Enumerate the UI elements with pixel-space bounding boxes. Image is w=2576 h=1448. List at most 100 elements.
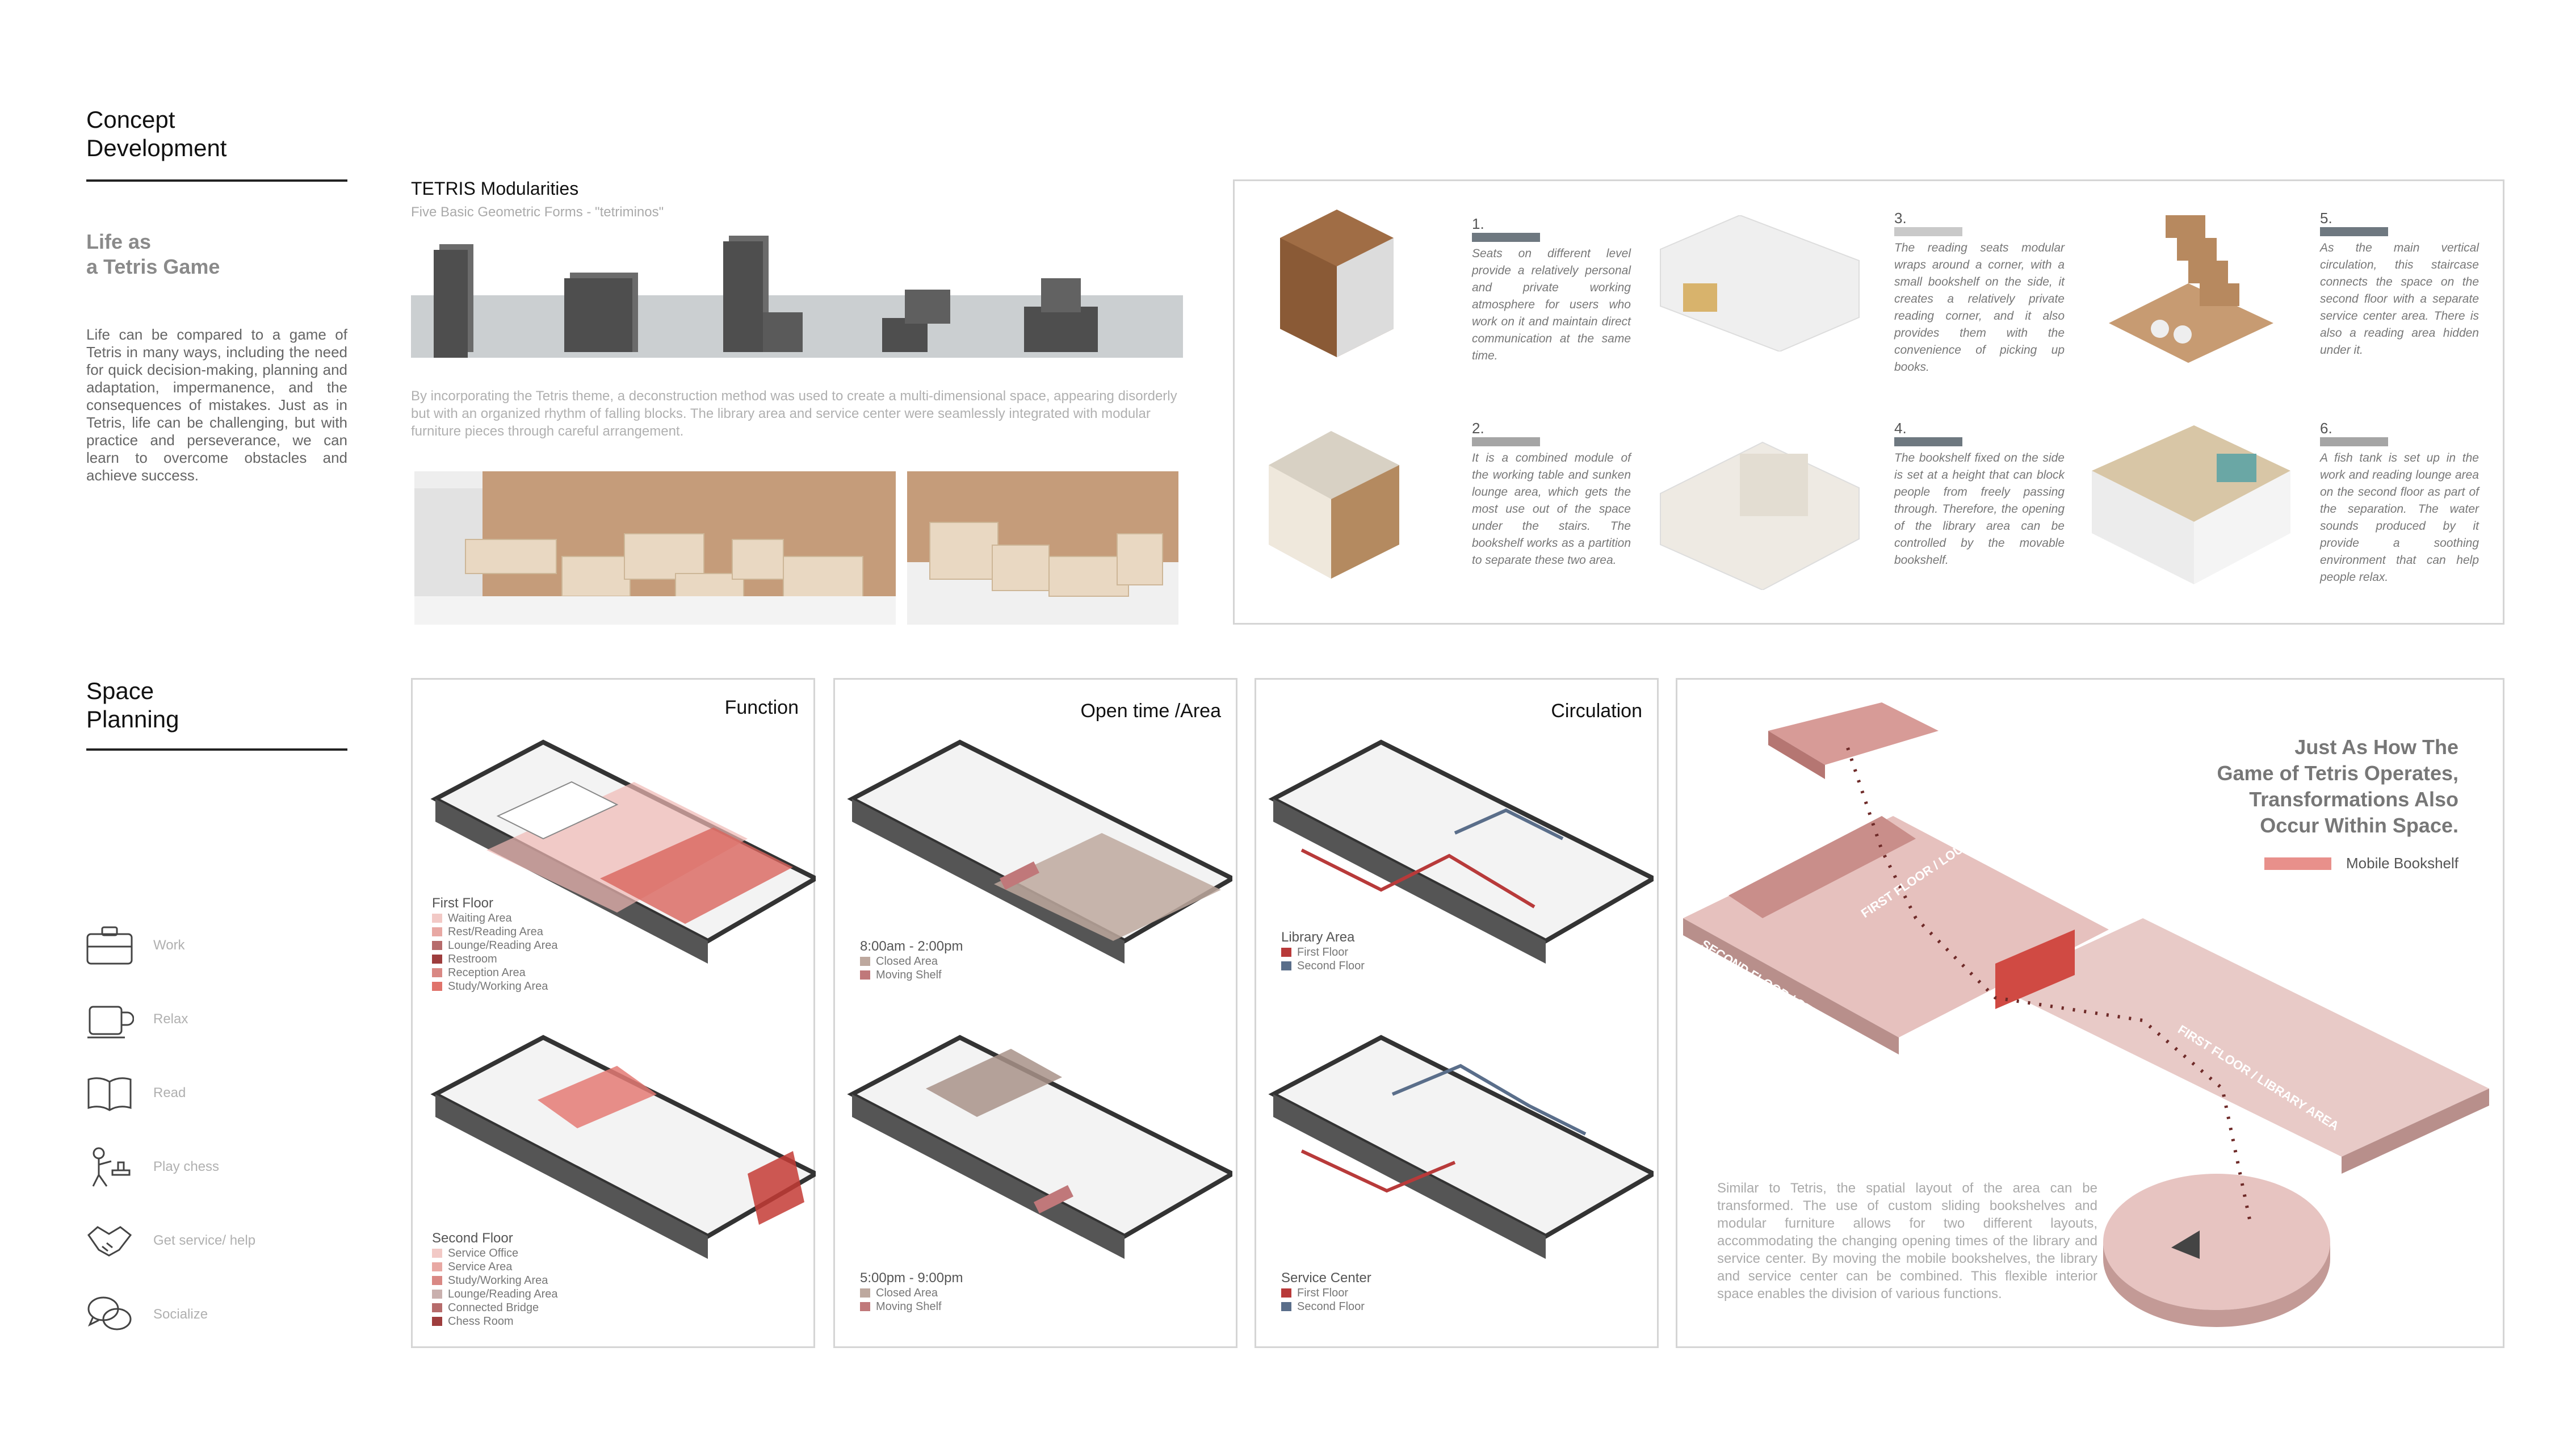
activity-label: Read [153,1085,186,1100]
step-6-text: A fish tank is set up in the work and re… [2320,451,2479,584]
open-time-evening-legend: 5:00pm - 9:00pm Closed Area Moving Shelf [860,1270,963,1313]
legend-item: Study/Working Area [432,980,558,993]
legend-item: First Floor [1281,945,1365,959]
legend-swatch [1281,961,1291,970]
legend-label: Moving Shelf [876,968,942,981]
module-render-1 [1280,210,1394,357]
step-6-bar [2320,437,2388,446]
mobile-bookshelf-legend: Mobile Bookshelf [2264,855,2458,872]
legend-swatch [860,1288,870,1298]
concept-divider [86,179,347,182]
open-time-panel: Open time /Area 8:00am - 2:00pm Closed A… [833,678,1237,1348]
legend-label: Moving Shelf [876,1300,942,1313]
activity-socialize: Socialize [85,1289,255,1340]
legend-title: Second Floor [432,1231,513,1246]
tetrimino-s-block [882,290,950,352]
legend-item: Lounge/Reading Area [432,939,558,952]
legend-item: Connected Bridge [432,1301,558,1315]
tetris-description: By incorporating the Tetris theme, a dec… [411,388,1177,439]
concept-subtitle-line2: a Tetris Game [86,255,220,278]
activity-list: Work Relax Read Play chess Get service/ … [85,920,255,1340]
circulation-panel-title: Circulation [1551,700,1642,722]
activity-get-service: Get service/ help [85,1215,255,1266]
module-render-3 [1660,215,1860,351]
tetrimino-i-block [434,244,473,358]
step-5-bar [2320,227,2388,236]
legend-label: Rest/Reading Area [448,925,543,938]
legend-label: Study/Working Area [448,1274,548,1287]
step-2: 2. It is a combined module of the workin… [1472,420,1631,569]
step-5-text: As the main vertical circulation, this s… [2320,241,2479,357]
concept-title: Concept Development [86,106,226,162]
function-first-floor-legend: First Floor Waiting Area Rest/Reading Ar… [432,895,558,993]
function-second-floor-plan [430,1035,816,1259]
legend-label: First Floor [1297,945,1348,959]
legend-label: Lounge/Reading Area [448,939,558,952]
legend-item: Second Floor [1281,1300,1371,1313]
legend-title: 5:00pm - 9:00pm [860,1270,963,1286]
legend-item: Study/Working Area [432,1274,558,1287]
legend-label: Restroom [448,952,497,965]
step-3-number: 3. [1894,210,1907,227]
legend-label: Chess Room [448,1315,514,1328]
activity-play-chess: Play chess [85,1141,255,1192]
activity-label: Work [153,938,185,953]
concept-subtitle-line1: Life as [86,230,152,253]
transformation-panel: FIRST FLOOR / LOUNGE AREA SECOND FLOOR /… [1676,678,2504,1348]
activity-relax: Relax [85,994,255,1045]
step-5: 5. As the main vertical circulation, thi… [2320,210,2479,359]
legend-swatch [432,1290,442,1299]
step-4-text: The bookshelf fixed on the side is set a… [1894,451,2065,567]
legend-item: Closed Area [860,955,963,968]
tetrimino-l-block [723,236,803,352]
circulation-library-plan [1268,739,1654,964]
legend-swatch [432,1249,442,1258]
module-steps-panel: 1. Seats on different level provide a re… [1233,179,2504,625]
step-2-text: It is a combined module of the working t… [1472,451,1631,567]
legend-swatch [432,982,442,991]
open-time-evening-plan [847,1035,1232,1259]
legend-item: Lounge/Reading Area [432,1287,558,1301]
legend-swatch [860,957,870,966]
headline-line-3: Transformations Also [2249,788,2458,811]
module-render-2 [1269,431,1399,579]
step-4: 4. The bookshelf fixed on the side is se… [1894,420,2065,569]
mobile-bookshelf-label: Mobile Bookshelf [2346,855,2458,872]
legend-swatch [432,927,442,936]
legend-label: Reception Area [448,966,526,979]
module-render-4 [1660,441,1860,590]
function-panel-title: Function [724,697,799,718]
legend-swatch [860,970,870,980]
legend-swatch [432,1276,442,1285]
handshake-icon [87,1226,132,1257]
function-panel: Function First Floor Waiting Area Rest/R… [411,678,816,1348]
step-4-bar [1894,437,1962,446]
step-1-bar [1472,233,1540,242]
concept-render-right [907,471,1178,625]
legend-label: Second Floor [1297,1300,1365,1313]
open-time-morning-legend: 8:00am - 2:00pm Closed Area Moving Shelf [860,939,963,982]
step-4-number: 4. [1894,420,1907,437]
activity-read: Read [85,1068,255,1119]
headline-line-2: Game of Tetris Operates, [2217,761,2458,785]
step-6-number: 6. [2320,420,2332,437]
transformation-headline: Just As How The Game of Tetris Operates,… [2217,734,2458,839]
module-render-6 [2092,425,2290,584]
legend-label: Second Floor [1297,959,1365,972]
legend-label: Lounge/Reading Area [448,1287,558,1300]
legend-label: Study/Working Area [448,980,548,993]
concept-title-line2: Development [86,135,227,161]
step-1-text: Seats on different level provide a relat… [1472,247,1631,362]
mobile-bookshelf-swatch [2264,857,2331,870]
legend-title: 8:00am - 2:00pm [860,939,963,954]
activity-label: Socialize [153,1307,208,1322]
headline-line-1: Just As How The [2294,735,2458,759]
concept-title-line1: Concept [86,106,175,133]
activity-label: Relax [153,1011,188,1027]
tetris-title: TETRIS Modularities [411,178,579,199]
legend-item: Reception Area [432,966,558,980]
legend-item: Service Office [432,1246,558,1260]
tetrimino-o-block [564,273,638,352]
headline-line-4: Occur Within Space. [2260,814,2458,837]
legend-item: Closed Area [860,1286,963,1300]
